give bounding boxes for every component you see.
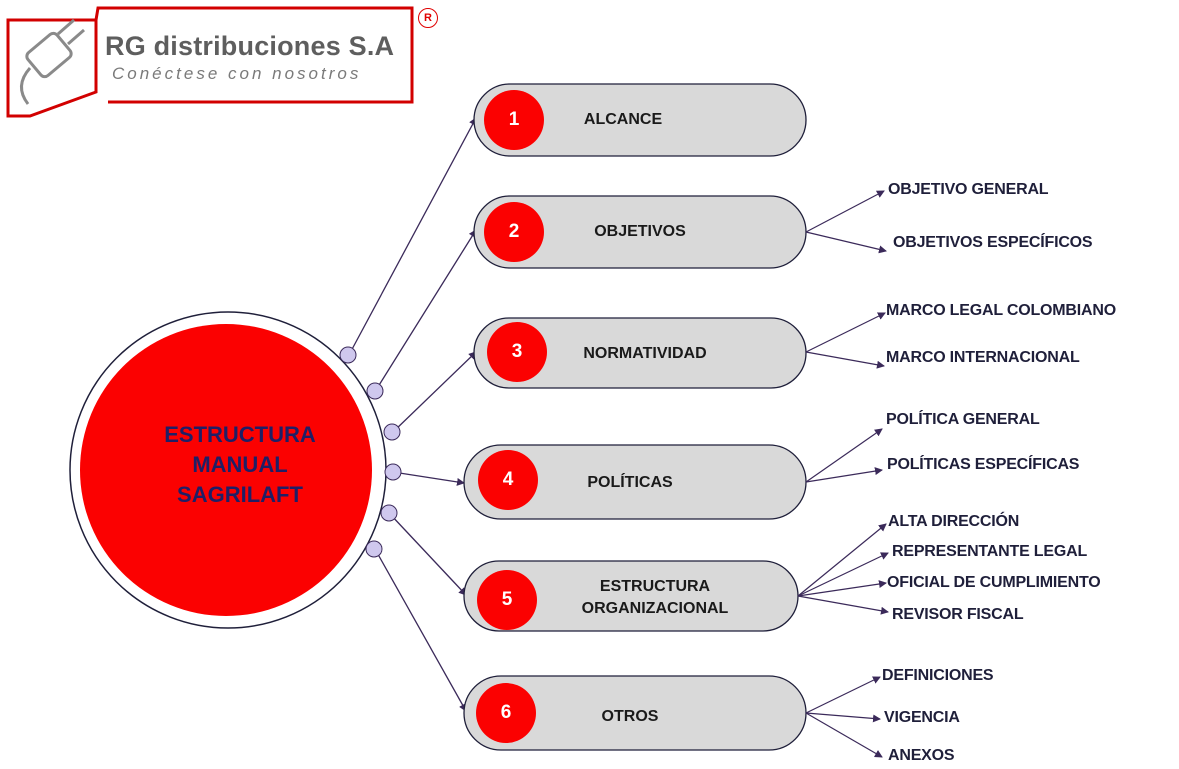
ring-node-6 [365, 540, 383, 558]
number-circle-2 [484, 202, 544, 262]
section-title-line: ESTRUCTURA [599, 578, 711, 595]
branch-label: ALTA DIRECCIÓN [888, 513, 1020, 530]
ring-node-5 [380, 504, 398, 522]
branch-arrow [797, 523, 887, 597]
section-number-3: 3 [511, 341, 523, 362]
number-circle-6 [476, 683, 536, 743]
center-title-line: ESTRUCTURA [164, 422, 316, 447]
center-title: ESTRUCTURA MANUAL SAGRILAFT [120, 420, 360, 510]
ring-node-1 [339, 346, 357, 364]
center-node [80, 324, 372, 616]
branch-arrow [805, 190, 885, 233]
section-title-otros: OTROS [601, 708, 659, 725]
branch-label: MARCO INTERNACIONAL [886, 349, 1080, 366]
section-title-objetivos: OBJETIVOS [594, 223, 686, 240]
branch-label: POLÍTICAS ESPECÍFICAS [887, 456, 1080, 473]
branch-label: VIGENCIA [884, 709, 960, 726]
section-title-line: ORGANIZACIONAL [581, 600, 729, 617]
section-number-2: 2 [508, 221, 520, 242]
logo-frame [94, 6, 414, 104]
branch-label: OFICIAL DE CUMPLIMIENTO [887, 574, 1101, 591]
branch-arrow [797, 595, 889, 615]
number-circle-5 [477, 570, 537, 630]
connector-6 [374, 548, 467, 712]
branch-label: MARCO LEGAL COLOMBIANO [886, 302, 1116, 319]
section-pill-3 [473, 317, 807, 389]
number-circle-1 [484, 90, 544, 150]
branch-arrow [805, 676, 881, 714]
branch-arrow [805, 712, 883, 758]
section-pill-1 [473, 83, 807, 157]
branch-label: DEFINICIONES [882, 667, 994, 684]
branch-label: OBJETIVOS ESPECÍFICOS [893, 234, 1093, 251]
ring-node-3 [383, 423, 401, 441]
branch-label: REVISOR FISCAL [892, 606, 1024, 623]
section-title-normatividad: NORMATIVIDAD [583, 345, 707, 362]
logo-plug-icon [6, 18, 98, 118]
section-number-1: 1 [508, 109, 520, 130]
registered-trademark-icon: R [418, 8, 438, 28]
branch-arrow [805, 312, 886, 353]
connector-2 [375, 229, 477, 391]
section-number-4: 4 [502, 469, 514, 490]
branch-arrow [805, 712, 881, 723]
number-circle-3 [487, 322, 547, 382]
connector-1 [349, 117, 477, 354]
branch-arrow [805, 428, 883, 483]
connector-3 [392, 351, 477, 433]
branch-label: ANEXOS [888, 747, 955, 764]
branch-label: OBJETIVO GENERAL [888, 181, 1049, 198]
center-title-line: SAGRILAFT [177, 482, 303, 507]
connector-5 [389, 513, 467, 596]
branch-arrow [805, 467, 883, 483]
section-number-5: 5 [501, 589, 513, 610]
connector-4 [392, 471, 465, 486]
branch-label: REPRESENTANTE LEGAL [892, 543, 1088, 560]
ring-node-2 [366, 382, 384, 400]
branch-arrow [797, 552, 889, 597]
number-circle-4 [478, 450, 538, 510]
section-title-estructura-organizacional: ESTRUCTURA ORGANIZACIONAL [562, 576, 748, 620]
logo-company-name: RG distribuciones S.A [105, 31, 395, 61]
section-number-6: 6 [500, 702, 512, 723]
ring-node-4 [384, 463, 402, 481]
branch-arrow [805, 231, 887, 254]
branch-arrow [797, 580, 887, 597]
branch-arrow [805, 351, 885, 369]
branch-label: POLÍTICA GENERAL [886, 411, 1040, 428]
section-title-politicas: POLÍTICAS [587, 474, 673, 491]
logo-tagline: Conéctese con nosotros [112, 64, 362, 83]
section-title-alcance: ALCANCE [583, 111, 663, 128]
center-title-line: MANUAL [192, 452, 288, 477]
